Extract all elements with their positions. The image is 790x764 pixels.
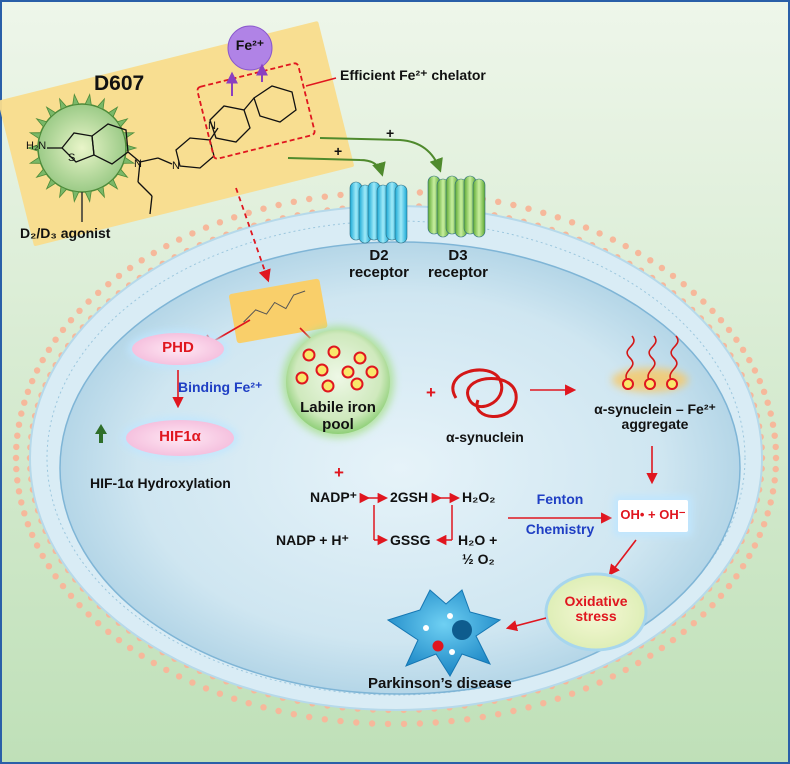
atom-h2n: H₂N (26, 140, 47, 152)
plus-synuclein: + (426, 383, 436, 402)
atom-n-amine: N (134, 158, 142, 170)
hif-oval (126, 420, 234, 456)
drug-name: D607 (94, 72, 145, 95)
redox-arrows (359, 492, 461, 546)
iron-ions (295, 345, 379, 393)
disease-label: Parkinson’s disease (368, 675, 512, 692)
drug-in-cell (229, 278, 328, 344)
aggregate-label: α-synuclein – Fe²⁺ aggregate (570, 401, 740, 433)
d2-line1: D2 (369, 247, 389, 264)
radicals-to-stress-arrow (608, 539, 637, 576)
labile-iron-label: Labile iron pool (288, 399, 388, 433)
redox-h2o: H₂O + (458, 532, 498, 548)
d3-line1: D3 (448, 247, 468, 264)
chelator-pointer (305, 77, 337, 87)
oxidative-line2: stress (575, 608, 617, 625)
arrow-to-d3 (319, 137, 443, 173)
phd-label: PHD (162, 339, 194, 356)
radicals-label: OH• + OH⁻ (620, 507, 686, 522)
redox-h2o2: H₂O₂ (462, 489, 496, 505)
d3-line2: receptor (427, 263, 489, 281)
atom-n-pyridine: N (208, 120, 216, 132)
hif-hydroxylation-label: HIF-1α Hydroxylation (90, 475, 231, 491)
upregulation-arrow-icon (95, 424, 107, 443)
redox-nadp-plus: NADP⁺ (310, 489, 358, 505)
redox-nadph: NADP + H⁺ (276, 532, 349, 548)
d3-receptor-label: D3 receptor (418, 247, 498, 281)
agonist-label: D₂/D₃ agonist (20, 225, 111, 241)
synuclein-label: α-synuclein (446, 429, 524, 445)
chelator-box (196, 62, 316, 160)
oxidative-stress-label: Oxidative stress (546, 593, 646, 625)
hif-label: HIF1α (159, 428, 201, 445)
redox-2gsh: 2GSH (390, 489, 429, 505)
plus-d2: + (334, 143, 343, 159)
arrow-to-d2 (287, 157, 386, 177)
plus-redox: + (334, 463, 344, 482)
radicals-box (618, 500, 688, 532)
stress-to-disease-arrow (505, 617, 547, 632)
d2-receptor-shape (349, 181, 408, 244)
atom-s: S (68, 152, 76, 164)
labile-line2: pool (322, 415, 354, 433)
fenton-line2: Chemistry (525, 521, 595, 537)
redox-gssg: GSSG (390, 532, 431, 548)
plus-d3: + (386, 125, 395, 141)
fenton-line1: Fenton (536, 491, 584, 507)
d2-line2: receptor (348, 263, 410, 281)
agonist-sphere (26, 93, 138, 203)
neuron-shape (386, 589, 502, 677)
fe-ion-circle (227, 25, 273, 71)
aggregate-shape (612, 335, 688, 392)
aggregate-line2: aggregate (621, 416, 689, 433)
d3-receptor-shape (427, 175, 486, 238)
oxidative-line1: Oxidative (564, 593, 628, 609)
binding-label: Binding Fe²⁺ (178, 379, 263, 395)
d607-molecule (47, 85, 297, 215)
aggregate-line1: α-synuclein – Fe²⁺ (594, 401, 716, 417)
alpha-synuclein-shape (451, 368, 518, 418)
fe-ion-label: Fe²⁺ (235, 37, 265, 53)
chelator-label: Efficient Fe²⁺ chelator (340, 67, 486, 83)
redox-half-o2: ½ O₂ (462, 551, 495, 567)
oxidative-stress-oval (544, 572, 648, 652)
drug-entry-arrow (235, 187, 271, 283)
phd-oval (132, 333, 224, 365)
labile-line1: Labile iron (300, 399, 376, 416)
atom-n-piperazine: N (172, 160, 180, 172)
d2-receptor-label: D2 receptor (344, 247, 414, 281)
